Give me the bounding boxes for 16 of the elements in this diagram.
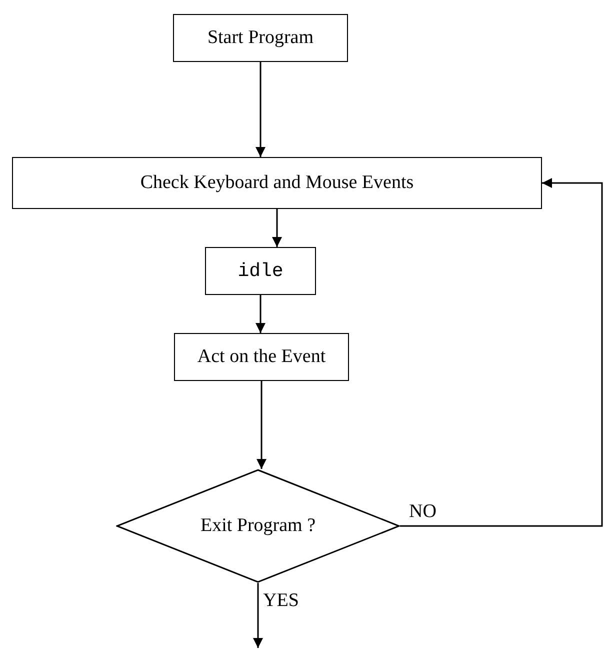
- arrow: [256, 62, 266, 157]
- process-box: [174, 333, 349, 381]
- process-box: [205, 247, 316, 295]
- process-box: [173, 14, 348, 62]
- process-box: [12, 157, 542, 209]
- arrow: [256, 295, 266, 333]
- node-text: Check Keyboard and Mouse Events: [140, 172, 414, 194]
- node-text: Start Program: [207, 27, 314, 49]
- node-text: idle: [238, 260, 284, 282]
- node-text: Act on the Event: [197, 346, 326, 368]
- arrow: [400, 178, 603, 527]
- arrow: [256, 381, 266, 469]
- decision-diamond: [116, 469, 400, 583]
- node-text: Exit Program ?: [200, 515, 316, 537]
- arrow: [253, 583, 263, 648]
- arrow: [272, 209, 282, 247]
